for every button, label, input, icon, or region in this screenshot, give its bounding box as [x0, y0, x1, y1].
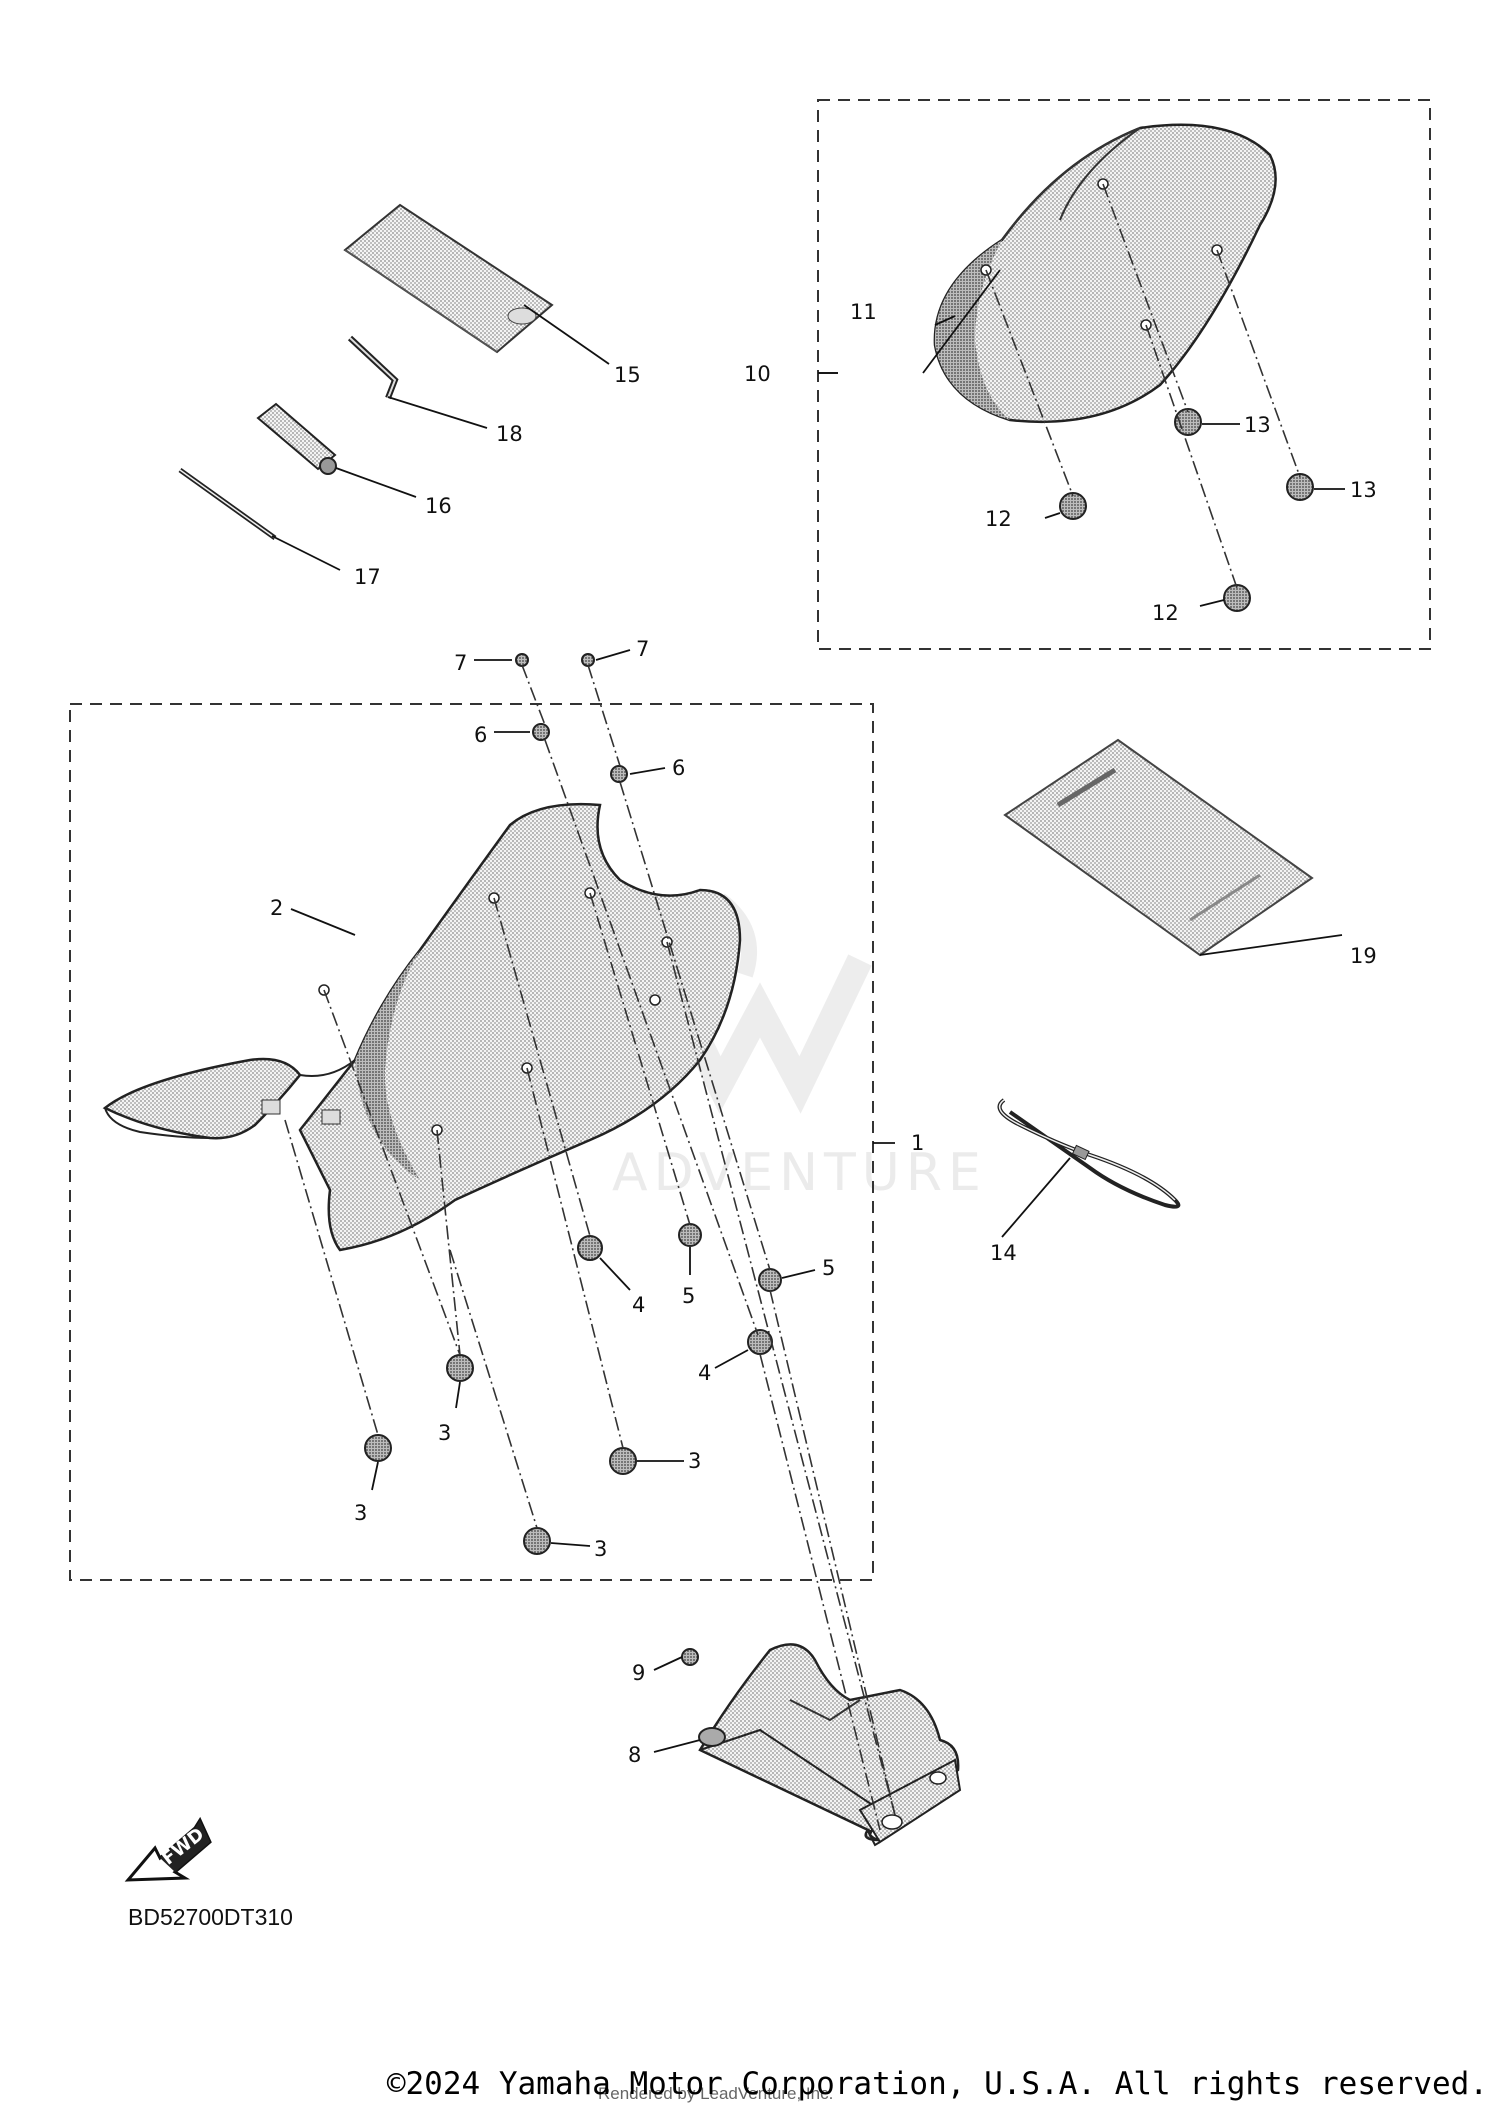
callout-9: 9 [632, 1661, 645, 1685]
callout-8: 8 [628, 1743, 641, 1767]
callout-5: 5 [822, 1256, 835, 1280]
nut-3-b [446, 1354, 474, 1382]
nut-5-b [758, 1268, 782, 1292]
assembly-lines [284, 183, 1301, 1831]
callout-5: 5 [682, 1284, 695, 1308]
callout-4: 4 [698, 1361, 711, 1385]
nut-12-a [1059, 492, 1087, 520]
callout-18: 18 [496, 422, 523, 446]
leader-lines [271, 269, 1345, 1753]
nut-12-b [1223, 584, 1251, 612]
screwdriver-bit-part [178, 467, 277, 541]
callout-3: 3 [438, 1421, 451, 1445]
nut-4-b [747, 1329, 773, 1355]
bolt-9-part [681, 1648, 699, 1666]
washer-6-a [532, 723, 550, 741]
callout-12: 12 [1152, 601, 1179, 625]
callout-13: 13 [1244, 413, 1271, 437]
callout-3: 3 [354, 1501, 367, 1525]
callout-6: 6 [672, 756, 685, 780]
nut-3-a [364, 1434, 392, 1462]
nut-3-c [609, 1447, 637, 1475]
callout-16: 16 [425, 494, 452, 518]
callout-19: 19 [1350, 944, 1377, 968]
nut-13-b [1286, 473, 1314, 501]
passenger-seat-part [933, 123, 1277, 424]
callout-15: 15 [614, 363, 641, 387]
screwdriver-handle-part [256, 402, 337, 475]
callout-1: 1 [911, 1131, 924, 1155]
copyright-notice: ©2024 Yamaha Motor Corporation, U.S.A. A… [386, 2066, 1488, 2102]
callout-labels: 1 2 3 3 3 3 4 4 5 5 6 6 7 7 8 9 10 11 12… [270, 300, 1377, 1767]
callout-13: 13 [1350, 478, 1377, 502]
callout-7: 7 [454, 651, 467, 675]
owners-manual-part [1003, 738, 1314, 957]
callout-2: 2 [270, 896, 283, 920]
nut-4-a [577, 1235, 603, 1261]
watermark-text: ADVENTURE [612, 1143, 987, 1203]
nut-3-d [523, 1527, 551, 1555]
callout-14: 14 [990, 1241, 1017, 1265]
callout-6: 6 [474, 723, 487, 747]
washer-6-b [610, 765, 628, 783]
group-box-passenger-seat [817, 99, 1431, 650]
callout-11: 11 [850, 300, 877, 324]
bolt-7-b [581, 653, 595, 667]
fwd-arrow-icon: FWD [124, 1816, 212, 1882]
rider-seat-part [102, 802, 742, 1252]
group-box-seat-assembly [69, 703, 874, 1581]
callout-3: 3 [594, 1537, 607, 1561]
callout-4: 4 [632, 1293, 645, 1317]
tool-pouch-part [343, 203, 554, 354]
rendered-by-note: Rendered by LeadVenture, Inc. [598, 2084, 834, 2103]
callout-3: 3 [688, 1449, 701, 1473]
callout-10: 10 [744, 362, 771, 386]
callout-7: 7 [636, 637, 649, 661]
callout-17: 17 [354, 565, 381, 589]
diagram-code: BD52700DT310 [128, 1904, 293, 1930]
hex-wrench-part [347, 335, 399, 400]
seat-bracket-part [698, 1643, 962, 1847]
nut-5-a [678, 1223, 702, 1247]
seat-lock-cable-part [997, 1098, 1181, 1209]
callout-12: 12 [985, 507, 1012, 531]
bolt-7-a [515, 653, 529, 667]
